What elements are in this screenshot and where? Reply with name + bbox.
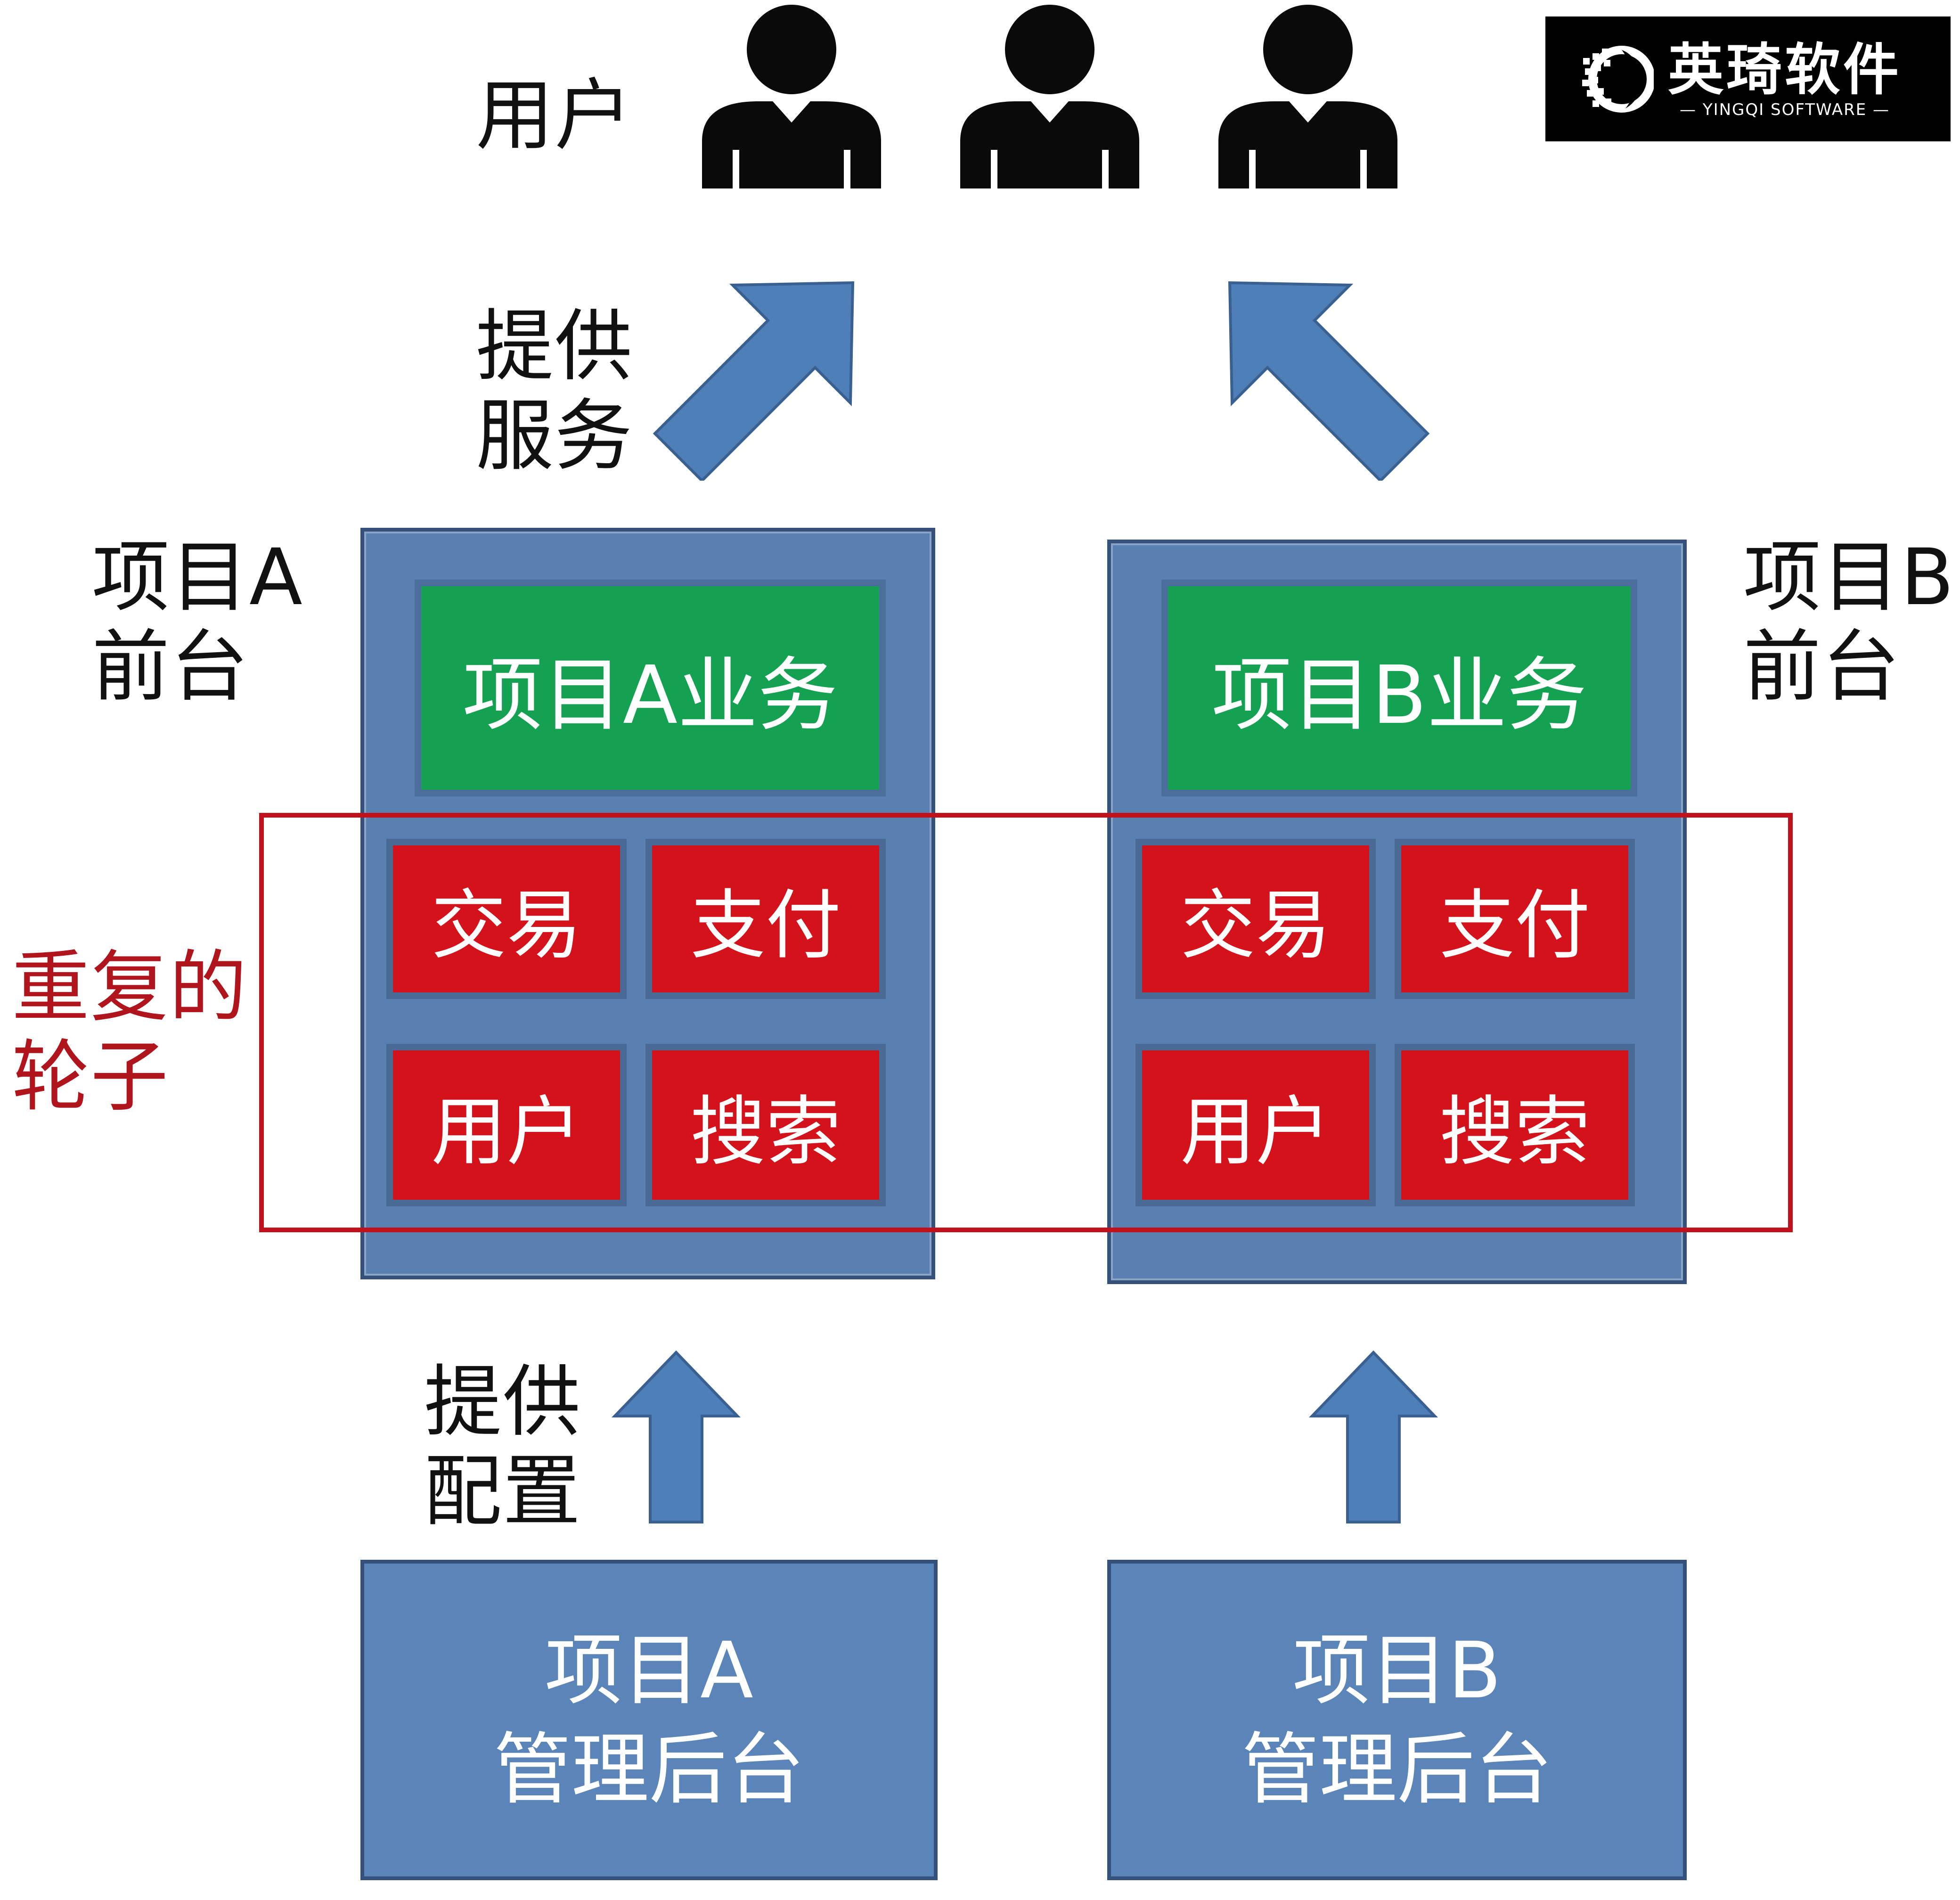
- project-a-module-payment: 支付: [645, 839, 886, 999]
- provide-service-label: 提供 服务: [476, 301, 633, 481]
- users-icons: [702, 5, 1397, 188]
- users-label: 用户: [476, 70, 633, 161]
- project-a-module-search: 搜索: [645, 1044, 886, 1206]
- yingqi-logo-icon: [1582, 45, 1654, 113]
- project-b-business: 项目B业务: [1161, 580, 1637, 796]
- duplicate-wheels-label: 重复的 轮子: [12, 942, 248, 1122]
- project-a-module-user: 用户: [386, 1044, 627, 1206]
- logo-subtitle: — YINGQI SOFTWARE —: [1680, 100, 1890, 119]
- project-b-module-user: 用户: [1135, 1044, 1376, 1206]
- logo-title: 英琦软件: [1668, 37, 1902, 102]
- project-b-module-search: 搜索: [1395, 1044, 1635, 1206]
- provide-config-label: 提供 配置: [424, 1357, 581, 1537]
- company-logo: 英琦软件 — YINGQI SOFTWARE —: [1545, 16, 1951, 141]
- config-arrow-right: [1308, 1350, 1438, 1523]
- project-a-backend: 项目A 管理后台: [360, 1560, 938, 1880]
- project-b-module-payment: 支付: [1395, 839, 1635, 999]
- logo-subtitle-text: YINGQI SOFTWARE: [1702, 100, 1867, 119]
- duplicate-modules-highlight: [259, 813, 1793, 1232]
- service-arrow-left: [653, 281, 855, 481]
- project-a-module-trade: 交易: [386, 839, 627, 999]
- service-arrow-right: [1228, 281, 1430, 481]
- project-a-business: 项目A业务: [415, 580, 886, 796]
- project-a-frontend-label: 项目A 前台: [92, 532, 303, 712]
- user-icon: [702, 5, 881, 188]
- user-icon: [1218, 5, 1397, 188]
- project-b-module-trade: 交易: [1135, 839, 1376, 999]
- project-b-frontend-label: 项目B 前台: [1743, 532, 1955, 712]
- user-icon: [960, 5, 1139, 188]
- config-arrow-left: [611, 1350, 741, 1523]
- project-b-backend: 项目B 管理后台: [1107, 1560, 1687, 1880]
